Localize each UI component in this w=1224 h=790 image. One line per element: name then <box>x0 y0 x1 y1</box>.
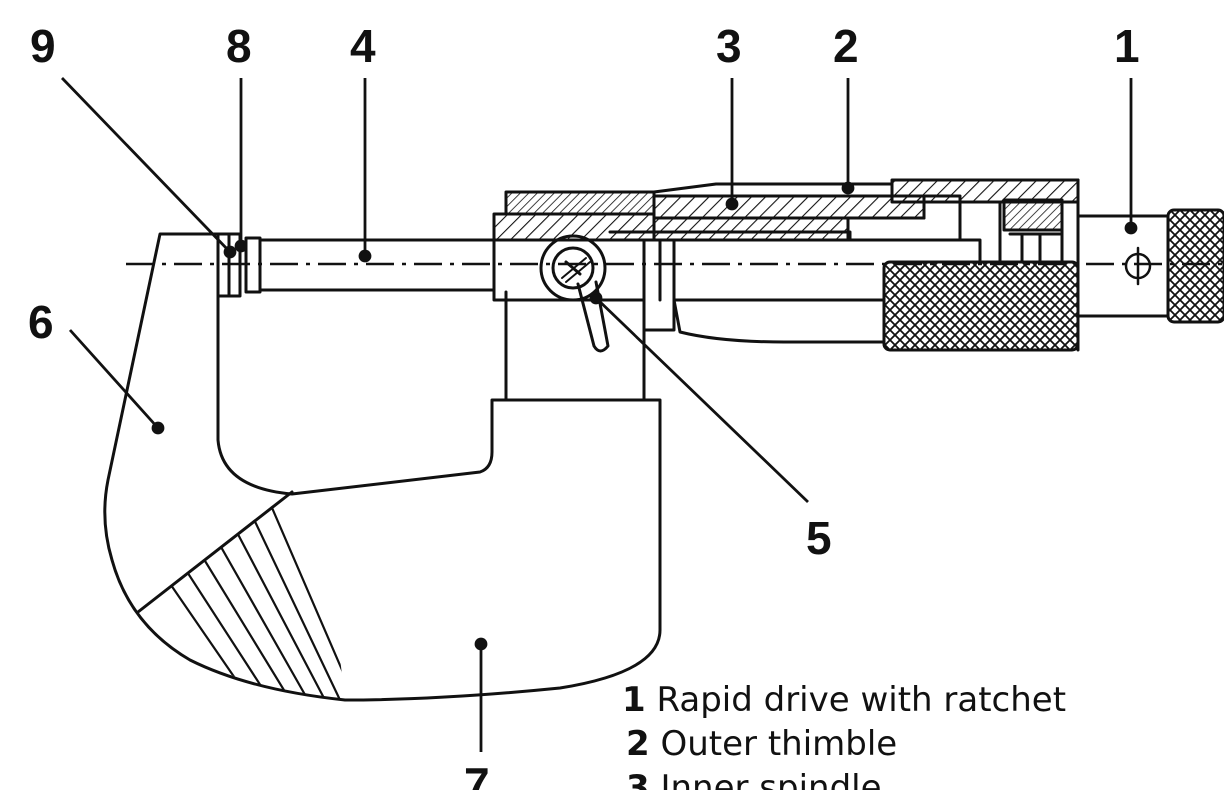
callout-3: 3 <box>716 20 742 72</box>
inner-spindle <box>608 230 982 264</box>
outer-thimble <box>890 178 1080 352</box>
legend-item: 2 Outer thimble <box>622 722 1066 766</box>
callout-labels: 9 8 4 3 2 1 6 5 7 <box>28 20 1140 790</box>
legend-text: Outer thimble <box>649 724 898 764</box>
legend-text: Rapid drive with ratchet <box>645 680 1067 720</box>
diameter-icon <box>1124 246 1152 286</box>
frame-neck <box>504 290 646 402</box>
legend-item: 3 Inner spindle <box>622 766 1066 790</box>
callout-6: 6 <box>28 296 54 348</box>
barrel-cone <box>672 298 886 344</box>
callout-7: 7 <box>464 758 490 790</box>
grip-hatching <box>138 490 345 700</box>
callout-4: 4 <box>350 20 376 72</box>
legend-item: 1 Rapid drive with ratchet <box>622 678 1066 722</box>
barrel-sleeve <box>492 182 962 242</box>
legend-text: Inner spindle <box>649 768 882 790</box>
legend-key: 1 <box>622 680 646 720</box>
ratchet-shaft <box>1076 214 1170 318</box>
leader-lines <box>60 77 1138 752</box>
thimble-knurl <box>882 260 1080 352</box>
callout-5: 5 <box>806 512 832 564</box>
frame <box>103 232 662 702</box>
callout-2: 2 <box>833 20 859 72</box>
parts-legend: 1 Rapid drive with ratchet 2 Outer thimb… <box>622 678 1066 790</box>
legend-key: 3 <box>626 768 650 790</box>
callout-8: 8 <box>226 20 252 72</box>
callout-1: 1 <box>1114 20 1140 72</box>
ratchet-knob <box>1166 208 1224 324</box>
callout-9: 9 <box>30 20 56 72</box>
legend-key: 2 <box>626 724 650 764</box>
